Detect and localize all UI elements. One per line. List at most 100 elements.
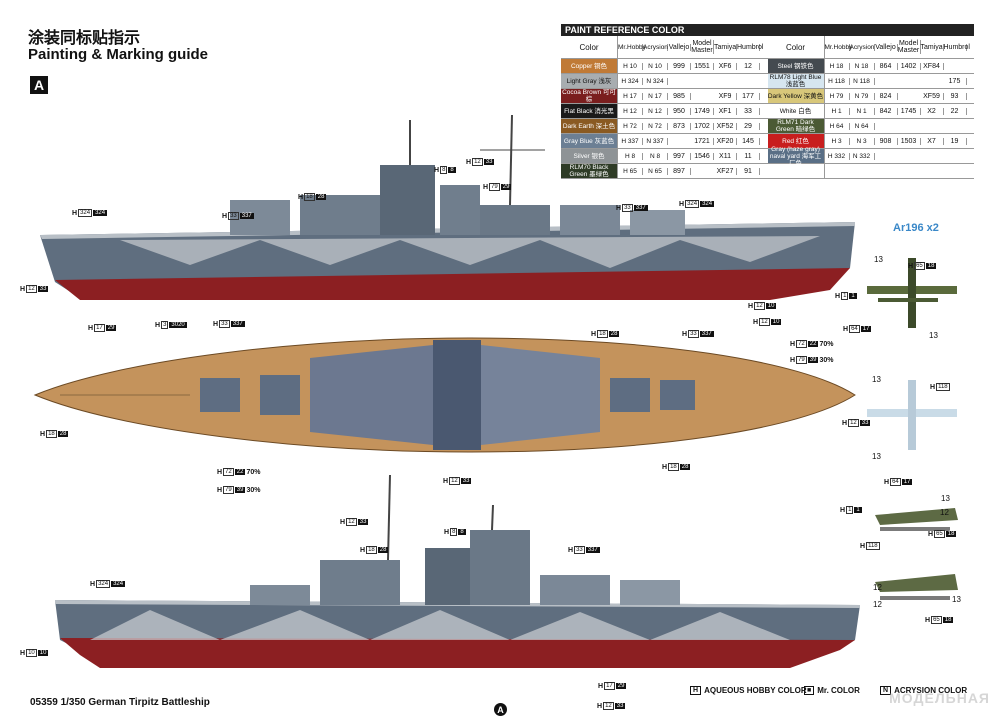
callout-n-code: 28	[377, 547, 389, 553]
column-header: Acrysion	[643, 43, 668, 51]
callout-h-code: 12	[754, 302, 765, 310]
column-header: Tamiya	[920, 43, 944, 51]
paint-cell: N 65	[643, 167, 668, 175]
callout-h-label: H	[155, 321, 161, 329]
callout-n-code: 22	[234, 469, 246, 475]
callout-h-label: H	[930, 383, 936, 391]
paint-swatch: Steel 钢铁色	[767, 59, 825, 73]
callout-h-label: H	[884, 478, 890, 486]
callout-h-label: H	[597, 702, 603, 710]
aircraft-marking-number: 13	[874, 255, 883, 264]
callout-h-code: 18	[366, 546, 377, 554]
legend-aqueous: H AQUEOUS HOBBY COLOR	[690, 686, 807, 695]
aircraft-side-view-2	[875, 574, 958, 600]
callout-n-code: 324	[700, 201, 715, 207]
callout-n-code: 337	[699, 331, 714, 337]
paint-swatch: Light Gray 浅灰	[561, 74, 618, 88]
callout-h-code: 118	[866, 542, 880, 550]
callout-h-code: 324	[685, 200, 700, 208]
column-header: Humbrol	[737, 43, 764, 51]
paint-cell: N 12	[643, 107, 668, 115]
callout-h-label: H	[444, 528, 450, 536]
aircraft-marking-number: 13	[952, 595, 961, 604]
paint-cell: 999	[668, 62, 691, 70]
paint-swatch: Silver 银色	[561, 149, 618, 163]
column-header: Vallejo	[875, 43, 898, 51]
callout-n-code: 33	[859, 420, 871, 426]
callout-h-label: H	[217, 468, 223, 476]
callout-h-label: H	[591, 330, 597, 338]
paint-cell: XF9	[714, 92, 737, 100]
ship-side-profile-bottom	[55, 474, 860, 668]
callout-percent: 70%	[246, 468, 261, 476]
paint-cell: 1721	[691, 137, 714, 145]
callout-h-label: H	[682, 330, 688, 338]
paint-cell: N 337	[643, 137, 668, 145]
aircraft-marking-number: 12	[940, 508, 949, 517]
aircraft-title: Ar196 x2	[893, 222, 939, 234]
callout-n-code: 22	[807, 341, 819, 347]
aircraft-marking-number: 13	[872, 375, 881, 384]
callout-h-label: H	[434, 166, 440, 174]
callout-h-label: H	[88, 324, 94, 332]
callout-h-code: 65	[914, 262, 925, 270]
paint-swatch: RLM71 Dark Green 暗绿色	[767, 119, 825, 133]
callout-h-code: 33	[219, 320, 230, 328]
paint-cell: XF52	[714, 122, 737, 130]
callout-n-code: 3020	[169, 322, 187, 328]
paint-cell: N 332	[850, 152, 875, 160]
paint-cell: 908	[875, 137, 898, 145]
paint-cell: 897	[668, 167, 691, 175]
callout-h-label: H	[790, 340, 796, 348]
legend-acrysion-label: ACRYSION COLOR	[894, 686, 968, 695]
callout-percent: 70%	[819, 340, 834, 348]
callout-h-code: 12	[472, 158, 483, 166]
legend-acrysion: N ACRYSION COLOR	[880, 686, 967, 695]
paint-swatch: Dark Yellow 深黄色	[767, 89, 825, 103]
paint-cell: 873	[668, 122, 691, 130]
paint-cell: 1551	[691, 62, 714, 70]
callout-h-label: H	[72, 209, 78, 217]
callout-h-code: 18	[46, 430, 57, 438]
page-title-cn: 涂装同标贴指示	[28, 30, 141, 47]
paint-cell: N 324	[643, 77, 668, 85]
paint-swatch: Gray Blue 灰蓝色	[561, 134, 618, 148]
paint-cell: H 10	[618, 62, 643, 70]
paint-cell: 1503	[898, 137, 921, 145]
paint-swatch: Cocoa Brown 可可棕	[561, 89, 618, 103]
paint-cell: N 3	[850, 137, 875, 145]
callout-h-code: 33	[622, 204, 633, 212]
paint-cell: 1402	[898, 62, 921, 70]
callout-h-label: H	[928, 530, 934, 538]
paint-cell: N 17	[643, 92, 668, 100]
callout-n-code: 1	[854, 507, 862, 513]
paint-cell: 864	[875, 62, 898, 70]
page-title: Painting & Marking guide	[28, 46, 209, 63]
paint-cell: H 118	[825, 77, 850, 85]
paint-cell: H 79	[825, 92, 850, 100]
aircraft-side-view-1	[875, 508, 958, 531]
paint-swatch: Flat Black 消光黑	[561, 104, 618, 118]
